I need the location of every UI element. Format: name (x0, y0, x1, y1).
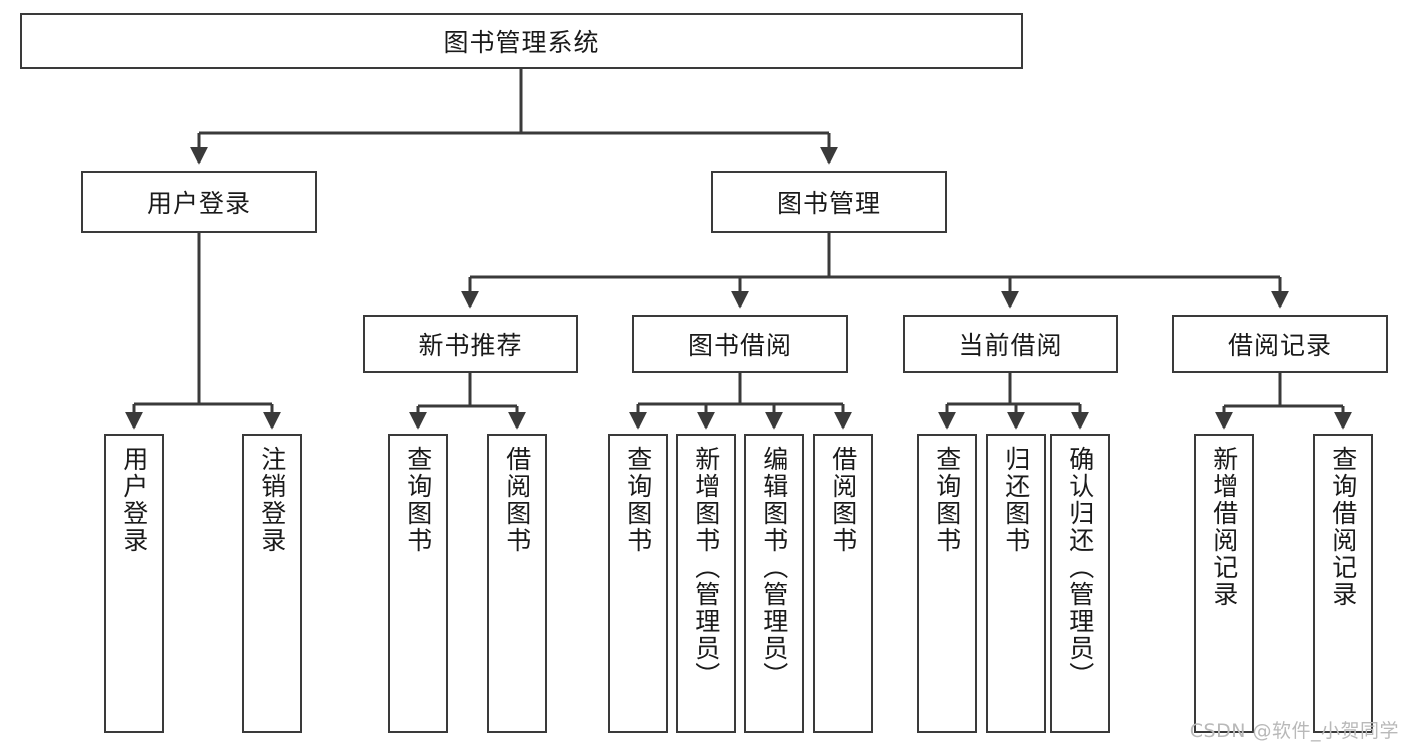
node-borrow-record-label: 借阅记录 (1227, 331, 1332, 360)
node-root[interactable]: 图书管理系统 (20, 13, 1023, 69)
leaf-user-login[interactable]: 用户登录 (104, 434, 164, 733)
leaf-edit-book-admin[interactable]: 编辑图书（管理员） (744, 434, 804, 733)
leaf-query-book-recommendation[interactable]: 查询图书 (388, 434, 448, 733)
leaf-user-logout[interactable]: 注销登录 (242, 434, 302, 733)
leaf-borrow-book-recommendation-label: 借阅图书 (502, 446, 532, 554)
leaf-user-logout-label: 注销登录 (257, 446, 287, 554)
leaf-query-book-borrow[interactable]: 查询图书 (608, 434, 668, 733)
leaf-query-borrow-record-label: 查询借阅记录 (1328, 446, 1358, 608)
node-borrow-record[interactable]: 借阅记录 (1172, 315, 1388, 373)
leaf-borrow-book-recommendation[interactable]: 借阅图书 (487, 434, 547, 733)
leaf-add-borrow-record-label: 新增借阅记录 (1209, 446, 1239, 608)
leaf-confirm-return-admin[interactable]: 确认归还（管理员） (1050, 434, 1110, 733)
leaf-borrow-book[interactable]: 借阅图书 (813, 434, 873, 733)
node-book-borrow-label: 图书借阅 (687, 331, 792, 360)
node-new-book-recommendation[interactable]: 新书推荐 (363, 315, 578, 373)
node-user-login[interactable]: 用户登录 (81, 171, 317, 233)
leaf-query-book-current[interactable]: 查询图书 (917, 434, 977, 733)
leaf-query-borrow-record[interactable]: 查询借阅记录 (1313, 434, 1373, 733)
leaf-user-login-label: 用户登录 (119, 446, 149, 554)
watermark: CSDN @软件_小贺同学 (1189, 720, 1399, 742)
node-current-borrow-label: 当前借阅 (958, 331, 1063, 360)
leaf-borrow-book-label: 借阅图书 (828, 446, 858, 554)
leaf-add-book-admin[interactable]: 新增图书（管理员） (676, 434, 736, 733)
node-root-label: 图书管理系统 (443, 28, 600, 57)
node-book-borrow[interactable]: 图书借阅 (632, 315, 848, 373)
leaf-return-book[interactable]: 归还图书 (986, 434, 1046, 733)
leaf-query-book-borrow-label: 查询图书 (623, 446, 653, 554)
leaf-confirm-return-admin-label: 确认归还（管理员） (1065, 446, 1095, 689)
node-current-borrow[interactable]: 当前借阅 (903, 315, 1118, 373)
node-new-book-recommendation-label: 新书推荐 (418, 331, 523, 360)
leaf-return-book-label: 归还图书 (1001, 446, 1031, 554)
leaf-edit-book-admin-label: 编辑图书（管理员） (759, 446, 789, 689)
node-user-login-label: 用户登录 (146, 189, 251, 218)
leaf-query-book-recommendation-label: 查询图书 (403, 446, 433, 554)
node-book-management-label: 图书管理 (776, 189, 881, 218)
leaf-query-book-current-label: 查询图书 (932, 446, 962, 554)
leaf-add-borrow-record[interactable]: 新增借阅记录 (1194, 434, 1254, 733)
node-book-management[interactable]: 图书管理 (711, 171, 947, 233)
leaf-add-book-admin-label: 新增图书（管理员） (691, 446, 721, 689)
